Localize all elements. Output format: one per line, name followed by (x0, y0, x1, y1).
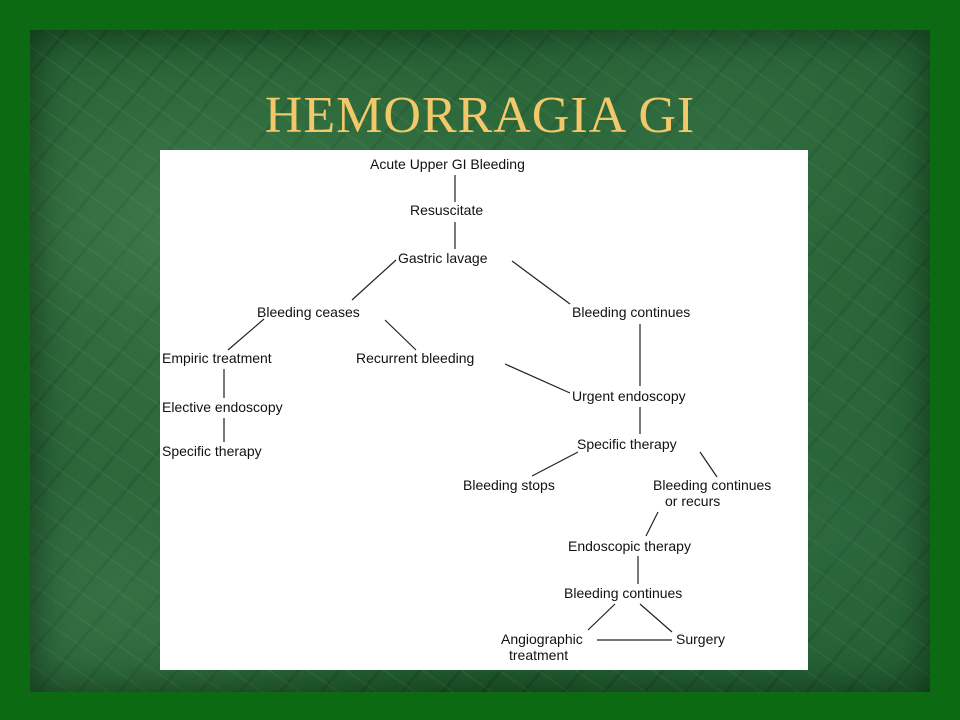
flowchart-node-recurrent: Recurrent bleeding (356, 350, 474, 366)
flowchart-edge-lavage-to-continues1 (511, 260, 571, 305)
flowchart-node-empiric: Empiric treatment (162, 350, 272, 366)
flowchart-edge-specific2-to-stops (531, 451, 579, 477)
slide-title: HEMORRAGIA GI (264, 87, 696, 144)
flowchart-node-line: Resuscitate (410, 202, 483, 218)
flowchart-node-line: Urgent endoscopy (572, 388, 686, 404)
flowchart-node-line: Specific therapy (162, 443, 262, 459)
flowchart-node-stops: Bleeding stops (463, 477, 555, 493)
flowchart-node-line: Endoscopic therapy (568, 538, 691, 554)
flowchart-node-acute: Acute Upper GI Bleeding (370, 156, 525, 172)
flowchart-node-resuscitate: Resuscitate (410, 202, 483, 218)
flowchart-svg: Acute Upper GI BleedingResuscitateGastri… (162, 156, 771, 663)
flowchart-node-line: Bleeding continues (564, 585, 682, 601)
flowchart-node-ceases: Bleeding ceases (257, 304, 360, 320)
flowchart-node-line: Acute Upper GI Bleeding (370, 156, 525, 172)
flowchart-nodes: Acute Upper GI BleedingResuscitateGastri… (162, 156, 771, 663)
flowchart-node-line: or recurs (665, 493, 720, 509)
flowchart-edge-ceases-to-empiric (227, 318, 265, 351)
flowchart-node-line: Angiographic (501, 631, 583, 647)
flowchart-node-line: Elective endoscopy (162, 399, 283, 415)
flowchart-node-line: Bleeding continues (572, 304, 690, 320)
flowchart-node-line: Gastric lavage (398, 250, 488, 266)
flowchart-edge-continues2-to-angio (587, 603, 616, 631)
flowchart-node-line: treatment (509, 647, 568, 663)
flowchart-node-line: Recurrent bleeding (356, 350, 474, 366)
flowchart-node-line: Empiric treatment (162, 350, 272, 366)
flowchart-node-continues1: Bleeding continues (572, 304, 690, 320)
flowchart-edge-ceases-to-recurrent (384, 319, 417, 351)
flowchart-edge-lavage-to-ceases (351, 259, 397, 301)
flowchart-node-line: Bleeding stops (463, 477, 555, 493)
flowchart-edge-specific2-to-recurs (699, 451, 718, 478)
flowchart-node-specific2: Specific therapy (577, 436, 677, 452)
flowchart-edge-continues2-to-surgery (639, 603, 673, 633)
flowchart-node-line: Bleeding ceases (257, 304, 360, 320)
flowchart-node-line: Bleeding continues (653, 477, 771, 493)
flowchart-node-endotherapy: Endoscopic therapy (568, 538, 691, 554)
flowchart-node-lavage: Gastric lavage (398, 250, 488, 266)
flowchart-node-elective: Elective endoscopy (162, 399, 283, 415)
flowchart-edges (223, 175, 718, 641)
flowchart-node-specific1: Specific therapy (162, 443, 262, 459)
flowchart-edge-recurrent-to-urgent (504, 363, 571, 394)
flowchart-node-continues2: Bleeding continues (564, 585, 682, 601)
flowchart-node-surgery: Surgery (676, 631, 725, 647)
flowchart-node-line: Specific therapy (577, 436, 677, 452)
flowchart-node-line: Surgery (676, 631, 725, 647)
flowchart-node-urgent: Urgent endoscopy (572, 388, 686, 404)
flowchart-edge-recurs-to-endotherapy (645, 511, 659, 537)
